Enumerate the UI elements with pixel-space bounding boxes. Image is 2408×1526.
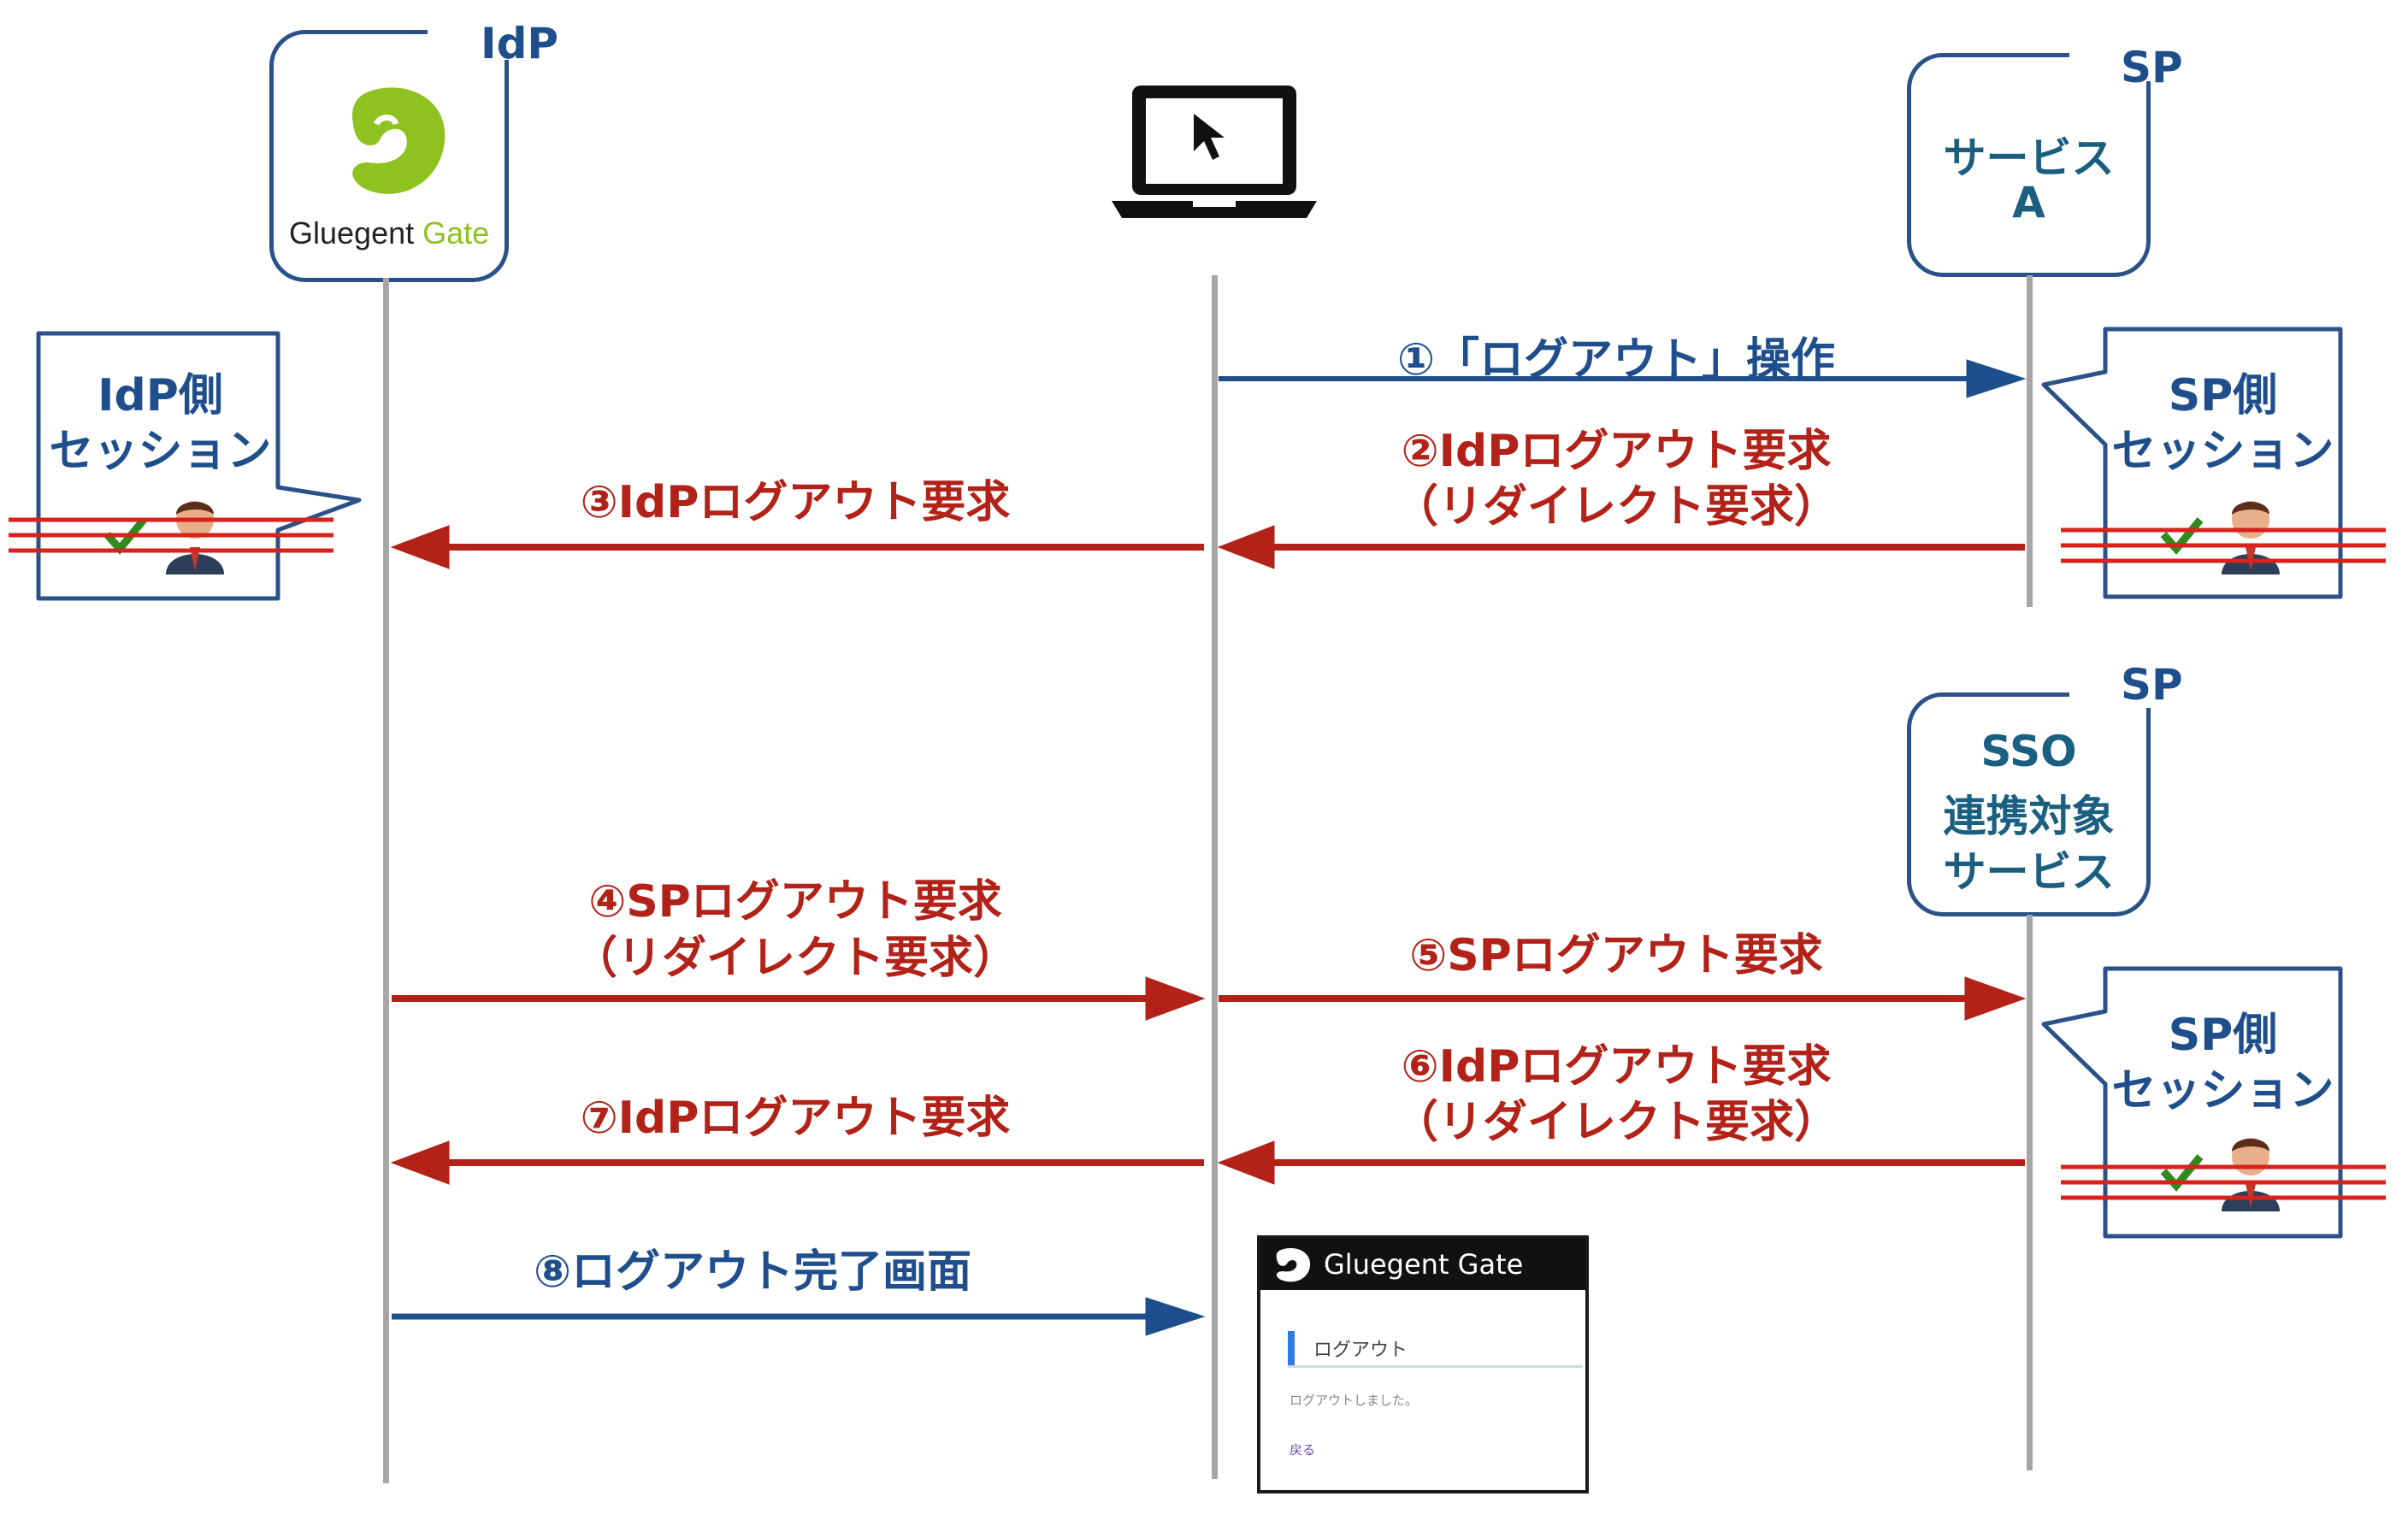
- arrow-m7: [390, 1140, 1204, 1185]
- sp1-name-line2: A: [2012, 178, 2045, 227]
- sp2-corner-label: SP: [2121, 660, 2183, 710]
- message-label-m4-line2: （リダイレクト要求）: [572, 933, 1018, 984]
- gluegent-logo-icon: [352, 87, 446, 194]
- idp-session-revoked: [9, 501, 333, 574]
- sp1-lifeline: [2027, 275, 2033, 607]
- idp-session-line1: IdP側: [97, 370, 223, 421]
- idp-logo-text-accent: Gate: [422, 215, 490, 250]
- logout-screen-thumbnail: Gluegent Gate ログアウト ログアウトしました。 戻る: [1257, 1235, 1589, 1494]
- message-label-m1: ①「ログアウト」操作: [1396, 334, 1836, 386]
- idp-logo-text: Gluegent Gate: [289, 215, 489, 251]
- thumbnail-heading: ログアウト: [1313, 1340, 1408, 1361]
- sp1-node: [1907, 53, 2151, 277]
- laptop-icon: [1112, 85, 1317, 218]
- idp-session-line2: セッション: [49, 426, 272, 477]
- user-avatar-icon: [166, 501, 224, 574]
- arrow-m4: [392, 976, 1206, 1021]
- message-label-m7: ⑦IdPログアウト要求: [580, 1093, 1011, 1144]
- thumbnail-divider: [1288, 1365, 1583, 1368]
- sp1-session-line2: セッション: [2111, 426, 2334, 477]
- sp1-session-line1: SP側: [2168, 370, 2278, 421]
- message-label-m2-line2: （リダイレクト要求）: [1393, 481, 1838, 533]
- sp2-name-line2: 連携対象: [1943, 792, 2115, 841]
- arrow-m6: [1217, 1140, 2025, 1185]
- arrow-m1: [1219, 359, 2027, 398]
- gluegent-logo-icon: [1276, 1247, 1311, 1282]
- message-label-m3: ③IdPログアウト要求: [580, 477, 1011, 528]
- sp2-session-callout: [2041, 966, 2343, 1239]
- idp-lifeline: [383, 278, 389, 1483]
- browser-lifeline: [1212, 275, 1218, 1479]
- sp2-name-line3: サービス: [1943, 847, 2115, 897]
- idp-session-callout: [36, 331, 362, 601]
- thumbnail-heading-bar: [1288, 1331, 1295, 1365]
- idp-node: [269, 30, 509, 282]
- sp2-session-revoked: [2061, 1138, 2386, 1211]
- thumbnail-header: Gluegent Gate: [1260, 1239, 1585, 1290]
- mouse-cursor-icon: [1194, 114, 1225, 160]
- arrow-m5: [1219, 976, 2027, 1021]
- arrow-m2: [1217, 525, 2025, 569]
- thumbnail-back-link[interactable]: 戻る: [1290, 1442, 1316, 1458]
- thumbnail-brand: Gluegent Gate: [1324, 1248, 1524, 1281]
- arrow-m3: [390, 525, 1204, 569]
- message-label-m2-line1: ②IdPログアウト要求: [1401, 426, 1832, 477]
- message-label-m5: ⑤SPログアウト要求: [1409, 930, 1823, 981]
- idp-corner-label: IdP: [481, 19, 559, 68]
- thumbnail-message: ログアウトしました。: [1290, 1393, 1419, 1408]
- idp-logo-text-main: Gluegent: [289, 215, 415, 250]
- sp2-session-line2: セッション: [2111, 1065, 2334, 1117]
- message-label-m4-line1: ④SPログアウト要求: [588, 876, 1002, 928]
- sp2-session-line1: SP側: [2168, 1010, 2278, 1061]
- sp1-corner-label: SP: [2121, 43, 2183, 92]
- sp2-node: [1907, 692, 2151, 916]
- message-label-m8: ⑧ログアウト完了画面: [533, 1246, 972, 1298]
- sp1-session-revoked: [2061, 501, 2386, 574]
- sp1-name-line1: サービス: [1943, 133, 2115, 183]
- arrow-m8: [392, 1297, 1206, 1336]
- sp2-lifeline: [2027, 915, 2033, 1470]
- message-label-m6-line1: ⑥IdPログアウト要求: [1401, 1041, 1832, 1093]
- message-label-m6-line2: （リダイレクト要求）: [1393, 1097, 1838, 1148]
- sp2-name-line1: SSO: [1980, 727, 2077, 776]
